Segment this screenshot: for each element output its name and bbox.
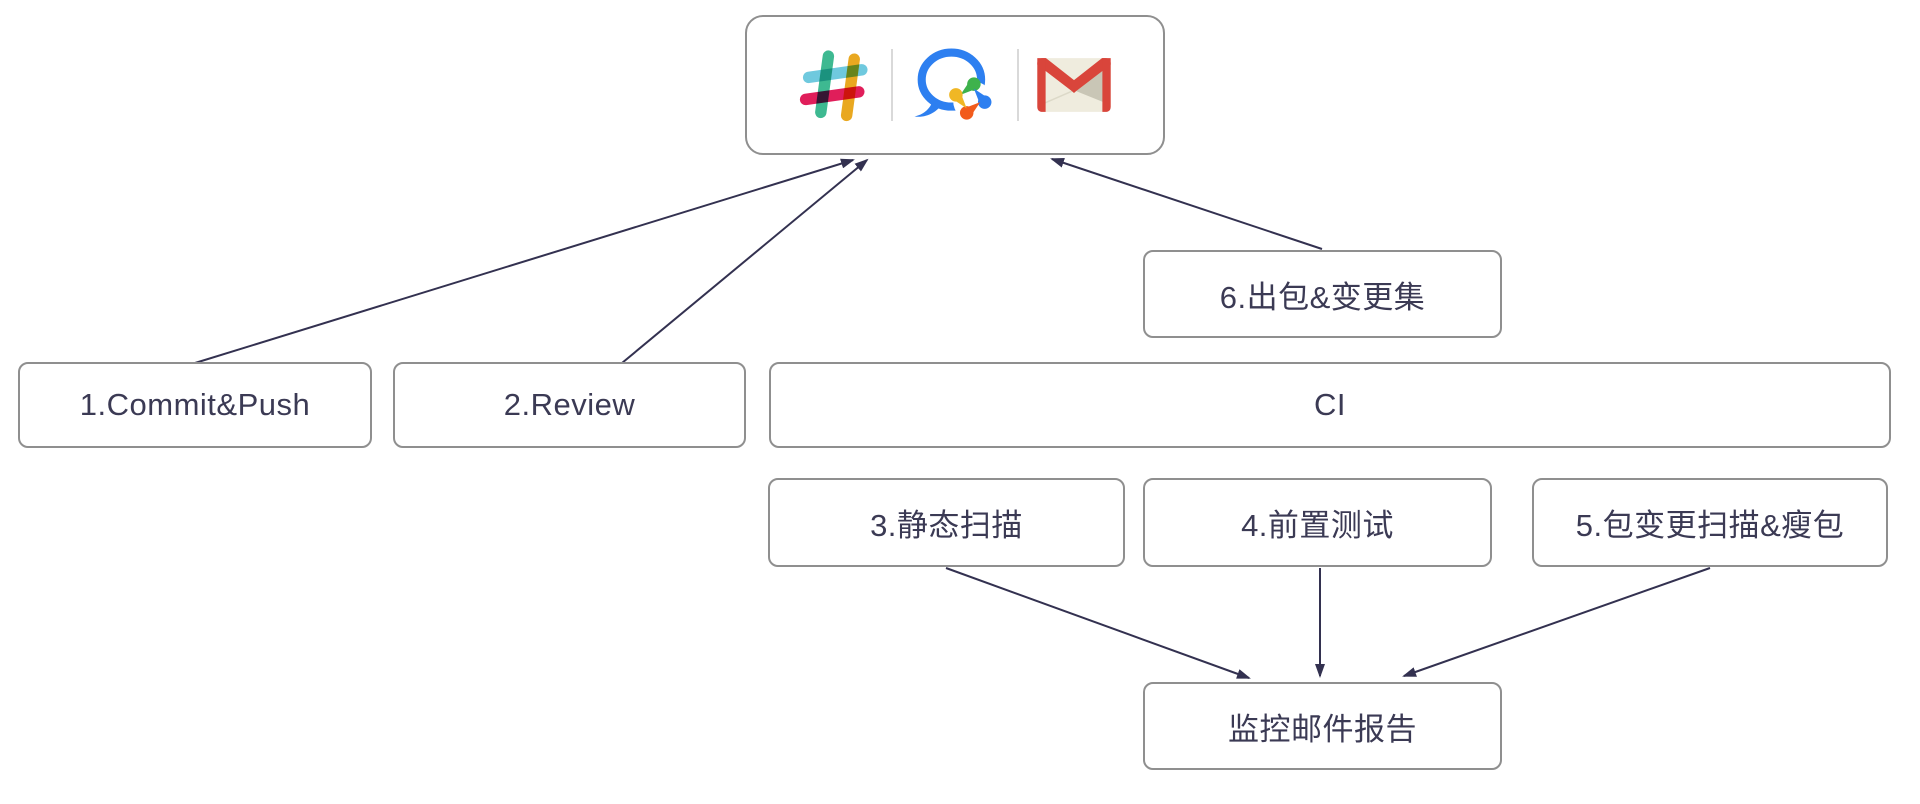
edge-pkgscan-to-report (1402, 567, 1711, 677)
edge-commit-to-integrations (194, 158, 855, 364)
node-review-label: 2.Review (503, 387, 636, 422)
node-commit-push-label: 1.Commit&Push (79, 387, 311, 422)
node-pre-test: 4.前置测试 (1143, 478, 1492, 567)
edge-staticscan-to-report (945, 567, 1251, 679)
node-static-scan-label: 3.静态扫描 (870, 508, 1023, 543)
node-package-changeset-label: 6.出包&变更集 (1219, 279, 1426, 315)
node-review: 2.Review (393, 362, 746, 448)
node-ci: CI (769, 362, 1891, 448)
node-monitor-mail-report-label: 监控邮件报告 (1228, 711, 1417, 747)
gmail-icon (1036, 57, 1112, 113)
wechat-work-icon (910, 40, 1000, 130)
node-monitor-mail-report: 监控邮件报告 (1143, 682, 1502, 770)
node-ci-label: CI (1314, 387, 1346, 422)
edge-review-to-integrations (621, 158, 869, 364)
node-pre-test-label: 4.前置测试 (1241, 508, 1394, 543)
node-pkg-change-scan-label: 5.包变更扫描&瘦包 (1575, 508, 1845, 543)
edge-package-to-integrations (1050, 158, 1323, 250)
icon-divider (891, 49, 893, 121)
node-pkg-change-scan: 5.包变更扫描&瘦包 (1532, 478, 1888, 567)
icon-divider (1017, 49, 1019, 121)
slack-icon (798, 47, 874, 123)
integrations-box (745, 15, 1165, 155)
node-package-changeset: 6.出包&变更集 (1143, 250, 1502, 338)
node-static-scan: 3.静态扫描 (768, 478, 1125, 567)
node-commit-push: 1.Commit&Push (18, 362, 372, 448)
